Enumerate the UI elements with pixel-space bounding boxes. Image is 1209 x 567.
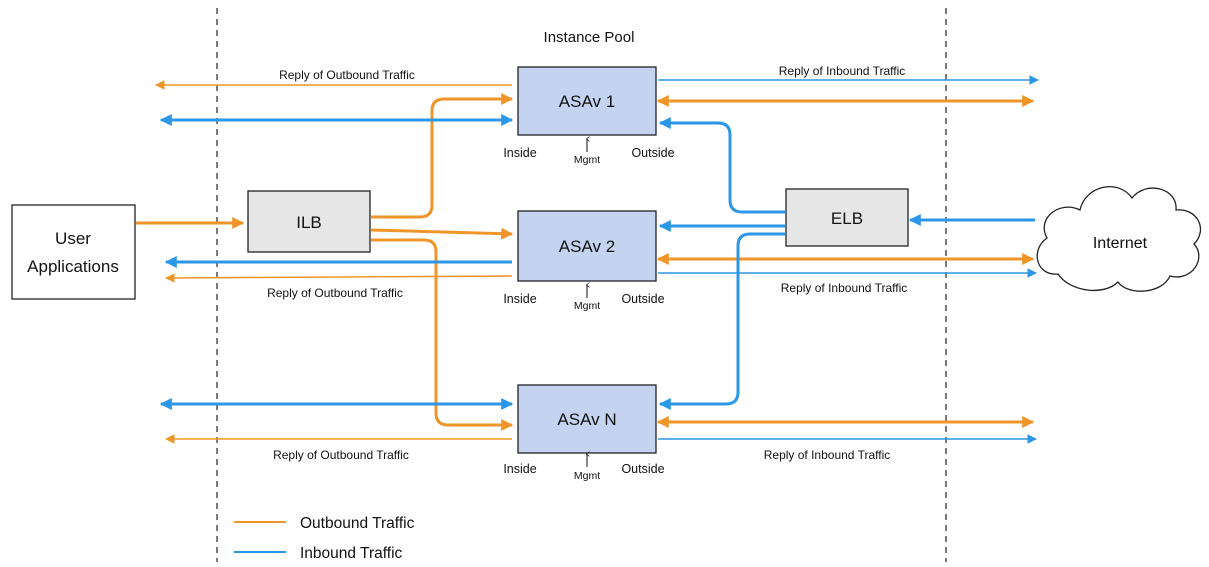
- asav2-outside-label: Outside: [621, 292, 664, 306]
- flow-ilb-to-asav2: [370, 227, 514, 240]
- legend-outbound-label: Outbound Traffic: [300, 515, 415, 532]
- asavn-mgmt-label: Mgmt: [574, 470, 600, 482]
- asav1-box: [517, 66, 657, 136]
- ilb-box: [247, 190, 371, 253]
- asav2-label: ASAv 2: [559, 237, 615, 256]
- flow-ilb-to-asav1: [371, 93, 514, 219]
- cloud-icon: [1036, 186, 1202, 292]
- user-applications-line1: User: [55, 229, 91, 248]
- flow-ilb-to-asavn: [371, 238, 514, 431]
- asavn-node: ASAv N: [517, 384, 657, 454]
- reply-outbound-asav2: [165, 273, 513, 283]
- outbound-replies: [155, 80, 513, 444]
- legend-inbound-label: Inbound Traffic: [300, 545, 403, 562]
- asav2-inside-label: Inside: [503, 292, 536, 306]
- reply-outbound-label-3: Reply of Outbound Traffic: [273, 448, 409, 462]
- instance-pool-title: Instance Pool: [544, 29, 635, 46]
- inbound-flows: [159, 114, 1035, 410]
- inbound-replies: [658, 75, 1039, 444]
- asavn-label: ASAv N: [557, 410, 616, 429]
- asavn-outside-label: Outside: [621, 462, 664, 476]
- asavn-inside-label: Inside: [503, 462, 536, 476]
- reply-outbound-label-1: Reply of Outbound Traffic: [279, 68, 415, 82]
- asav1-outside-label: Outside: [631, 146, 674, 160]
- reply-inbound-label-1: Reply of Inbound Traffic: [779, 64, 906, 78]
- asav1-mgmt-label: Mgmt: [574, 154, 600, 166]
- asav2-ports: Inside Outside Mgmt: [503, 282, 665, 312]
- elb-node: ELB: [785, 188, 909, 247]
- elb-label: ELB: [831, 209, 863, 228]
- outbound-flows: [136, 93, 1035, 431]
- reply-inbound-label-2: Reply of Inbound Traffic: [781, 281, 908, 295]
- flow-elb-to-asav1: [658, 117, 785, 214]
- legend: Outbound Traffic Inbound Traffic: [234, 515, 415, 562]
- user-applications-node: User Applications: [11, 204, 136, 300]
- asav2-node: ASAv 2: [517, 210, 657, 282]
- asav1-label: ASAv 1: [559, 92, 615, 111]
- internet-node: Internet: [1036, 186, 1202, 292]
- flow-elb-to-asavn: [658, 232, 785, 410]
- asav1-ports: Inside Outside Mgmt: [503, 136, 675, 166]
- asav2-mgmt-label: Mgmt: [574, 300, 600, 312]
- internet-label: Internet: [1093, 235, 1148, 252]
- ilb-node: ILB: [247, 190, 371, 253]
- asavn-ports: Inside Outside Mgmt: [503, 451, 665, 482]
- asav1-node: ASAv 1: [517, 66, 657, 136]
- asav1-inside-label: Inside: [503, 146, 536, 160]
- asav2-box: [517, 210, 657, 282]
- ilb-label: ILB: [296, 213, 322, 232]
- user-applications-line2: Applications: [27, 257, 119, 276]
- reply-outbound-label-2: Reply of Outbound Traffic: [267, 286, 403, 300]
- elb-box: [785, 188, 909, 247]
- user-applications-box: [11, 204, 136, 300]
- reply-inbound-label-3: Reply of Inbound Traffic: [764, 448, 891, 462]
- asavn-box: [517, 384, 657, 454]
